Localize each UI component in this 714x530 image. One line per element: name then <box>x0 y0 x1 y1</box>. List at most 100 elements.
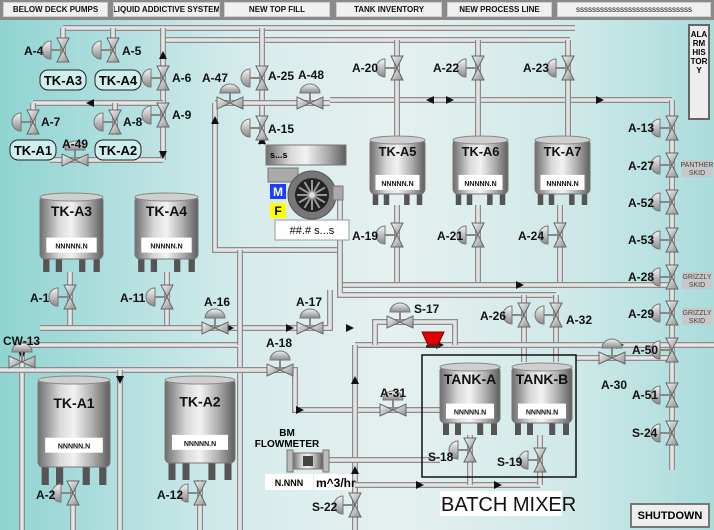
valve-a-17[interactable]: A-17 <box>296 295 324 335</box>
valve-a-7[interactable]: A-7 <box>11 109 61 135</box>
tank-level-value[interactable]: NNNNN.N <box>55 244 87 251</box>
flow-arrow-icon <box>351 466 359 474</box>
valve-a-32[interactable]: A-32 <box>534 302 592 328</box>
tank-value-box <box>45 437 103 453</box>
tank-level-value[interactable]: NNNNN.N <box>526 410 558 417</box>
valve-a-5[interactable]: A-5 <box>91 37 142 63</box>
flow-arrow-icon <box>116 376 124 384</box>
valve-a-8[interactable]: A-8 <box>93 109 143 135</box>
valve-s-17[interactable]: S-17 <box>386 302 440 329</box>
pump[interactable]: s...sMF##.# s...s <box>265 144 350 241</box>
tank-leg <box>372 194 379 205</box>
valve-body-icon <box>193 480 207 495</box>
valve-a-13[interactable]: A-13 <box>628 115 679 141</box>
valve-a-1[interactable]: A-1 <box>30 284 77 310</box>
valve-s-18[interactable]: S-18 <box>428 437 477 464</box>
valve-body-icon <box>308 321 324 335</box>
valve-a-30[interactable]: A-30 <box>598 338 627 392</box>
shutdown-button[interactable]: SHUTDOWN <box>630 503 710 528</box>
below-deck-pumps-button[interactable]: BELOW DECK PUMPS <box>3 2 108 17</box>
actuator-dome-icon <box>240 68 251 88</box>
new-top-fill-button[interactable]: NEW TOP FILL <box>224 2 330 17</box>
valve-a-21[interactable]: A-21 <box>437 222 485 248</box>
actuator-dome-icon <box>650 423 661 443</box>
tank-level-value[interactable]: NNNNN.N <box>546 181 578 188</box>
tank-level-value[interactable]: NNNNN.N <box>464 181 496 188</box>
valve-a-53[interactable]: A-53 <box>628 227 679 253</box>
valve-label: A-2 <box>36 488 56 502</box>
liquid-additive-system-button[interactable]: LIQUID ADDICTIVE SYSTEM <box>113 2 220 17</box>
valve-a-4[interactable]: A-4 <box>24 37 70 63</box>
tank-tag-tk-a1[interactable]: TK-A1 <box>9 139 57 161</box>
tank-tag-box <box>39 69 87 91</box>
valve-body-icon <box>56 37 70 52</box>
valve-a-25[interactable]: A-25 <box>240 65 294 91</box>
placeholder-button[interactable]: sssssssssssssssssssssssssssss <box>557 2 711 17</box>
valve-a-49[interactable]: A-49 <box>61 137 89 167</box>
flow-arrow-icon <box>426 96 434 104</box>
valve-body-icon <box>160 295 174 310</box>
valve-a-9[interactable]: A-9 <box>141 102 192 128</box>
valve-a-48[interactable]: A-48 <box>296 68 324 110</box>
valve-a-16[interactable]: A-16 <box>201 295 230 335</box>
tank-tag-tk-a4[interactable]: TK-A4 <box>94 69 142 91</box>
tank-leg <box>563 423 569 435</box>
valve-a-28[interactable]: A-28 <box>628 264 679 290</box>
valve-cw-13[interactable]: CW-13 <box>3 334 40 369</box>
valve-s-22[interactable]: S-22 <box>312 492 362 518</box>
valve-a-22[interactable]: A-22 <box>433 55 485 81</box>
tank-tag-tk-a2[interactable]: TK-A2 <box>94 139 142 161</box>
tank-name: TANK-A <box>444 371 496 387</box>
valve-s-19[interactable]: S-19 <box>497 447 547 473</box>
valve-a-15[interactable]: A-15 <box>240 115 294 141</box>
valve-a-18[interactable]: A-18 <box>266 336 294 377</box>
tank-tank-a[interactable]: TANK-A NNNNN.N <box>439 362 501 435</box>
new-process-line-button[interactable]: NEW PROCESS LINE <box>447 2 552 17</box>
valve-a-47[interactable]: A-47 <box>202 71 244 110</box>
valve-a-23[interactable]: A-23 <box>523 55 575 81</box>
valve-a-52[interactable]: A-52 <box>628 189 679 215</box>
valve-a-20[interactable]: A-20 <box>352 55 404 81</box>
tank-inventory-button[interactable]: TANK INVENTORY <box>336 2 442 17</box>
valve-s-24[interactable]: S-24 <box>632 420 679 446</box>
tank-level-value[interactable]: NNNNN.N <box>150 244 182 251</box>
tank-leg <box>515 423 521 435</box>
tank-leg <box>416 194 423 205</box>
valve-label: A-4 <box>24 44 44 58</box>
valve-a-11[interactable]: A-11 <box>120 284 174 310</box>
valve-a-12[interactable]: A-12 <box>157 480 207 506</box>
actuator-dome-icon <box>650 230 661 250</box>
valve-a-19[interactable]: A-19 <box>352 222 404 248</box>
tank-level-value[interactable]: NNNNN.N <box>381 181 413 188</box>
valve-a-26[interactable]: A-26 <box>480 302 531 328</box>
valve-a-29[interactable]: A-29 <box>628 300 679 326</box>
tank-level-value[interactable]: NNNNN.N <box>454 410 486 417</box>
valve-a-2[interactable]: A-2 <box>36 480 80 506</box>
valve-a-6[interactable]: A-6 <box>141 65 192 91</box>
valve-body-icon <box>66 480 80 495</box>
tank-leg <box>41 467 49 485</box>
valve-a-50[interactable]: A-50 <box>632 337 679 363</box>
valve-a-51[interactable]: A-51 <box>632 382 679 408</box>
valve-body-icon <box>561 55 575 70</box>
tank-tag-tk-a3[interactable]: TK-A3 <box>39 69 87 91</box>
tank-level-value[interactable]: NNNNN.N <box>58 444 90 451</box>
valve-label: A-17 <box>296 295 322 309</box>
valve-a-31[interactable]: A-31 <box>379 386 407 417</box>
valve-label: A-16 <box>204 295 230 309</box>
valve-a-27[interactable]: A-27 <box>628 152 679 178</box>
tank-level-value[interactable]: NNNNN.N <box>184 441 216 448</box>
valve-a-24[interactable]: A-24 <box>518 222 567 248</box>
valve-body-icon <box>517 313 531 328</box>
valve-body-icon <box>665 152 679 167</box>
alarm-history-button[interactable]: ALARM HISTORY <box>688 24 710 120</box>
